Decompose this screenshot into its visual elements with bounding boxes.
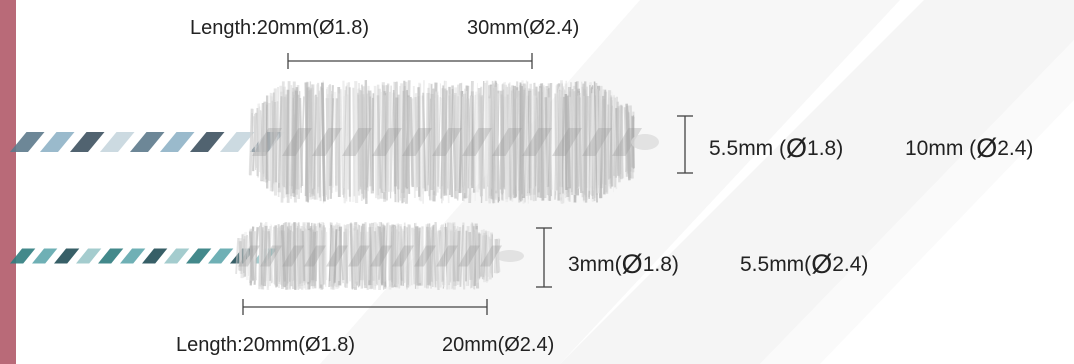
large-diameter-b-value: 10mm (: [905, 137, 977, 160]
large-diameter-dimension-line: [677, 115, 693, 174]
brush-tip: [496, 250, 524, 262]
large-diameter-a-value: 5.5mm (: [709, 137, 787, 160]
small-diameter-a-value: 3mm(: [568, 253, 622, 276]
large-diameter-a-num: 1.8): [807, 137, 844, 160]
diameter-symbol-icon: Ø: [621, 249, 643, 279]
small-diameter-b-value: 5.5mm(: [740, 253, 812, 276]
large-diameter-label-2: 10mm (Ø2.4): [905, 133, 1034, 163]
small-diameter-label: 3mm(Ø1.8): [568, 249, 679, 279]
brush-tip: [631, 134, 659, 150]
twisted-wire-handle: [10, 132, 285, 152]
bristle-head: [235, 221, 502, 291]
large-brush: [10, 80, 659, 204]
top-length-text-2: 30mm(Ø2.4): [467, 17, 580, 39]
diameter-symbol-icon: Ø: [811, 249, 833, 279]
diameter-symbol-icon: Ø: [976, 133, 998, 163]
diameter-symbol-icon: Ø: [786, 133, 808, 163]
top-length-dimension-line: [287, 53, 533, 69]
small-diameter-label-2: 5.5mm(Ø2.4): [740, 249, 869, 279]
large-diameter-label: 5.5mm (Ø1.8): [709, 133, 844, 163]
bottom-length-text: Length:20mm(Ø1.8): [176, 334, 355, 356]
top-length-text: Length:20mm(Ø1.8): [190, 17, 369, 39]
top-length-label: Length:20mm(Ø1.8): [190, 18, 369, 38]
bottom-length-label-2: 20mm(Ø2.4): [442, 335, 554, 355]
bottom-length-text-2: 20mm(Ø2.4): [442, 334, 555, 356]
small-diameter-a-num: 1.8): [642, 253, 679, 276]
accent-strip: [0, 0, 16, 364]
small-diameter-b-num: 2.4): [832, 253, 869, 276]
bristle-head: [248, 80, 642, 204]
bottom-length-dimension-line: [242, 299, 488, 315]
bottom-length-label: Length:20mm(Ø1.8): [176, 335, 355, 355]
small-brush: [10, 221, 524, 291]
top-length-label-2: 30mm(Ø2.4): [467, 18, 579, 38]
small-diameter-dimension-line: [536, 227, 552, 288]
large-diameter-b-num: 2.4): [997, 137, 1034, 160]
